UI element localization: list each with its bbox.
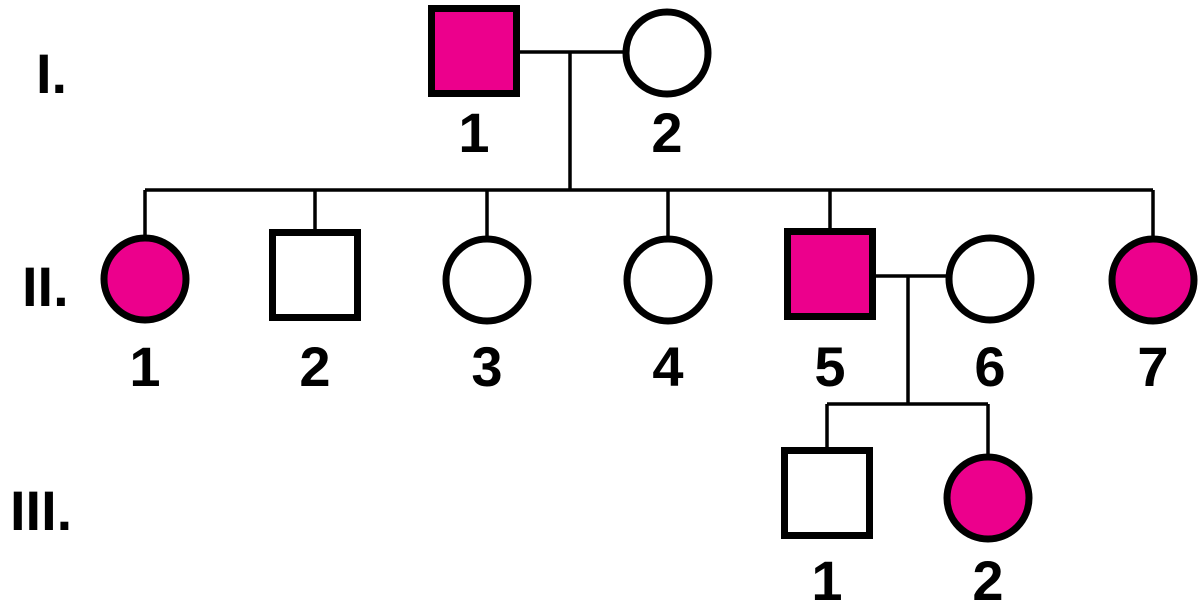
individual-II-7-affected [1108,235,1198,325]
individual-II-3-unaffected [442,235,532,325]
individual-III-1-unaffected [781,447,873,539]
individual-number-I-1: 1 [458,101,489,164]
individual-number-I-2: 2 [651,101,682,164]
individual-number-II-2: 2 [299,335,330,398]
generation-label-2: II. [22,255,69,318]
individual-number-II-1: 1 [129,335,160,398]
individual-number-II-6: 6 [974,335,1005,398]
text-labels-layer: 1 2 1 2 3 4 5 6 7 1 2 I. II. III. [10,42,1169,612]
generation-label-1: I. [36,42,67,105]
individual-II-5-affected [784,228,876,320]
individual-number-II-3: 3 [471,335,502,398]
individual-II-2-unaffected [269,229,361,321]
generation-label-3: III. [10,479,72,542]
individual-number-III-2: 2 [972,549,1003,612]
individual-symbols-layer [100,5,1198,543]
individual-number-II-7: 7 [1137,335,1168,398]
individual-number-II-5: 5 [814,335,845,398]
individual-number-II-4: 4 [652,335,683,398]
individual-II-4-unaffected [623,235,713,325]
individual-I-1-affected [428,5,520,97]
individual-II-1-affected [100,234,190,324]
individual-III-2-affected [943,453,1033,543]
individual-number-III-1: 1 [811,549,842,612]
individual-I-2-unaffected [622,8,712,98]
individual-II-6-unaffected [945,234,1035,324]
